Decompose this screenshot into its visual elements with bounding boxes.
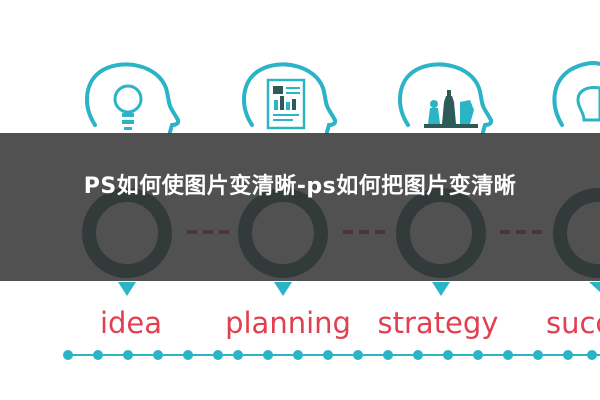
head-icon — [576, 86, 600, 122]
head-profile-planning — [242, 62, 338, 134]
head-profile-idea — [85, 62, 181, 134]
head-profile-strategy — [398, 62, 494, 134]
stage-label-strategy: strategy — [378, 306, 499, 340]
timeline — [63, 350, 600, 360]
document-chart-icon — [266, 78, 306, 130]
stage-label-planning: planning — [225, 306, 351, 340]
page-title: PS如何使图片变清晰-ps如何把图片变清晰 — [83, 174, 517, 199]
chess-pieces-icon — [424, 90, 478, 128]
stage-label-idea: idea — [100, 306, 162, 340]
title-overlay — [0, 133, 600, 281]
stage-label-success: succ — [546, 306, 600, 340]
head-profile-success — [552, 61, 600, 127]
lightbulb-icon — [113, 84, 143, 130]
